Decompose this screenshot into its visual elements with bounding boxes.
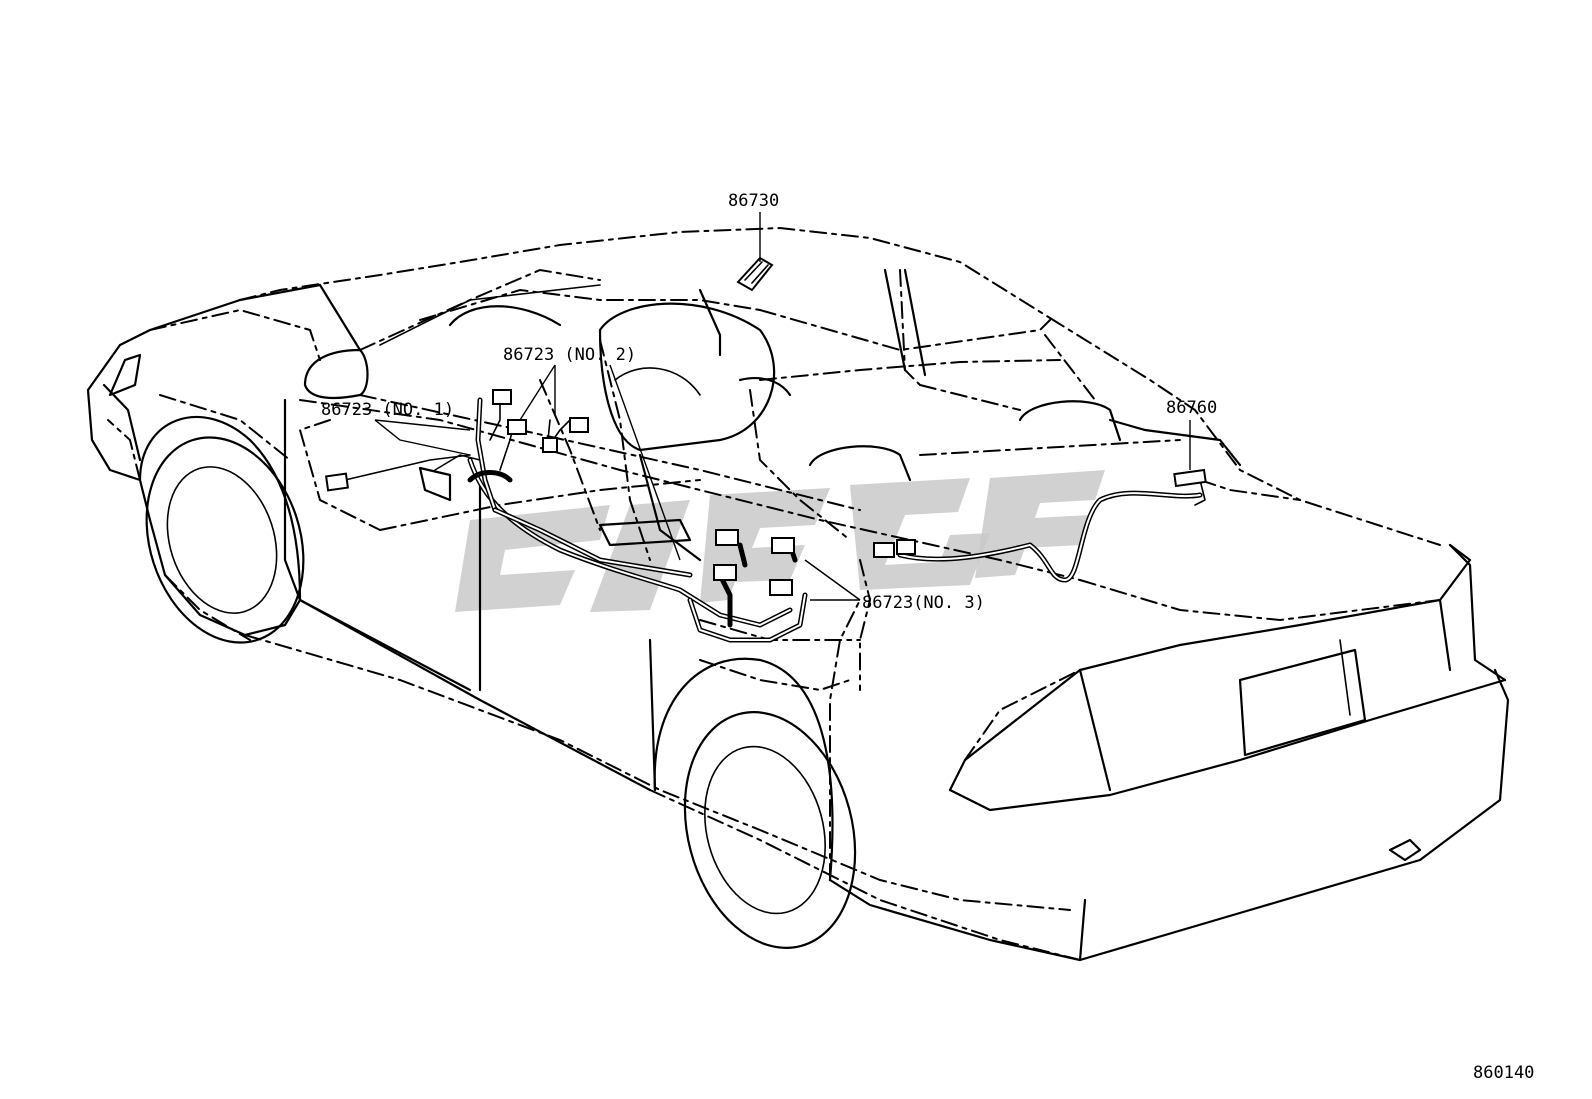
connector bbox=[324, 472, 350, 492]
connector bbox=[569, 417, 589, 433]
connector bbox=[713, 564, 737, 581]
label-86723-no2: 86723 (NO. 2) bbox=[503, 345, 636, 365]
amplifier-86730 bbox=[736, 256, 774, 292]
car-body bbox=[86, 268, 1510, 962]
label-86760: 86760 bbox=[1166, 398, 1217, 418]
label-86730: 86730 bbox=[728, 191, 779, 211]
label-86723-no3: 86723(NO. 3) bbox=[862, 593, 985, 613]
phantom-lines bbox=[107, 226, 1441, 961]
connector bbox=[896, 539, 916, 555]
connectors bbox=[324, 256, 1207, 596]
diagram-id: 860140 bbox=[1473, 1063, 1534, 1083]
connector bbox=[492, 389, 512, 405]
label-86723-no1: 86723 (NO. 1) bbox=[321, 400, 454, 420]
connector bbox=[715, 529, 739, 546]
connector bbox=[542, 437, 558, 453]
leader-lines bbox=[374, 212, 1191, 601]
connector bbox=[873, 542, 895, 558]
part-labels: 86730 86723 (NO. 2) 86723 (NO. 1) 86760 … bbox=[321, 191, 1534, 1083]
connector bbox=[769, 579, 793, 596]
connector bbox=[507, 419, 527, 435]
wiring-harness bbox=[344, 397, 1206, 643]
connector bbox=[1173, 468, 1207, 488]
connector bbox=[771, 537, 795, 554]
